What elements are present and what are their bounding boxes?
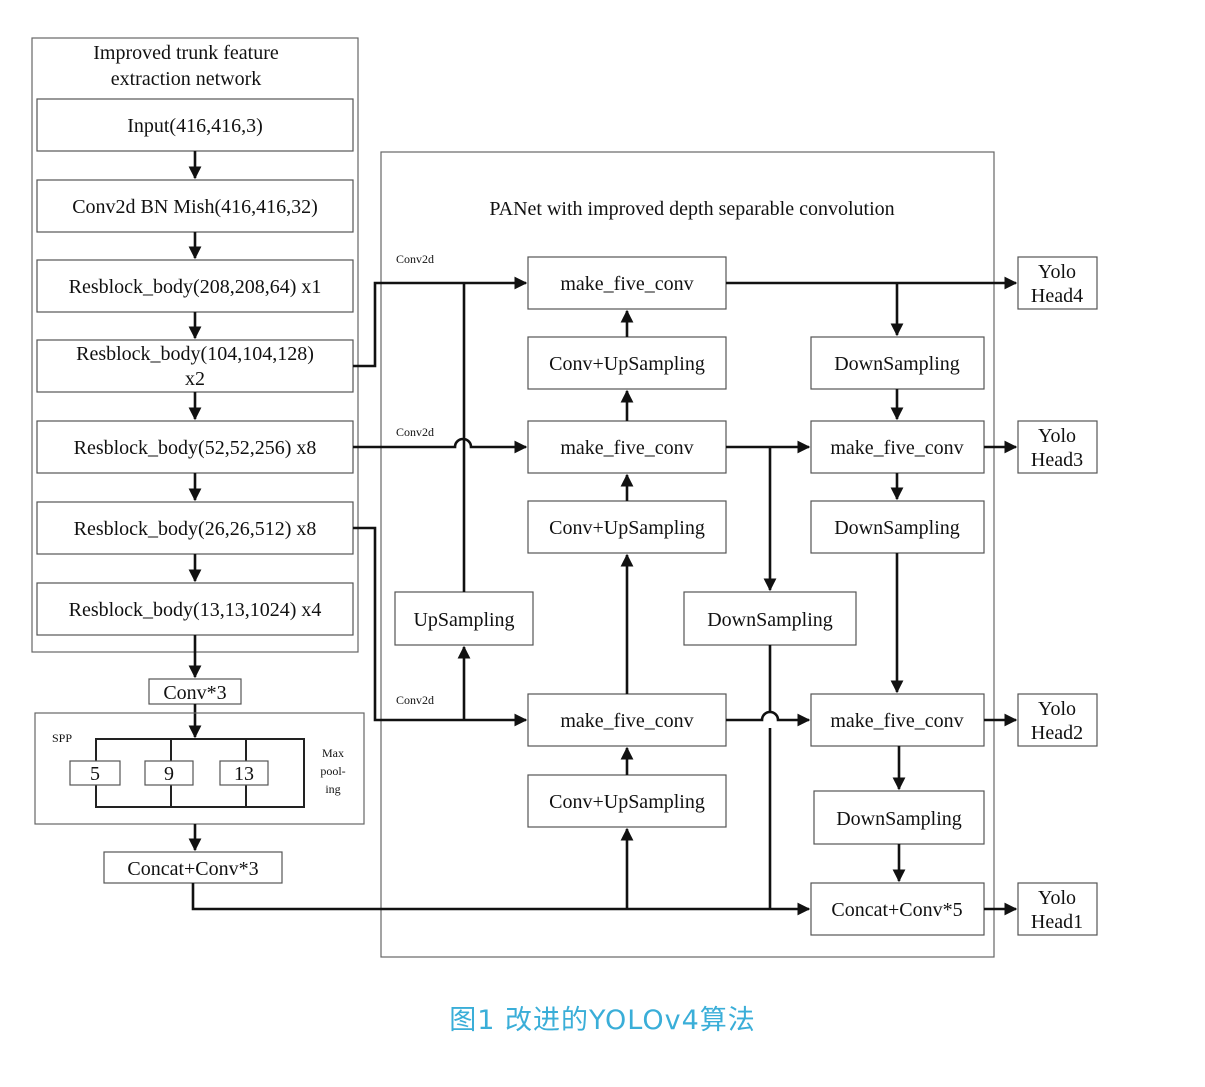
yolo-head2-yolo: Yolo [1038, 698, 1076, 720]
concat-conv5-label: Concat+Conv*5 [831, 899, 962, 921]
wire-res2-to-top-make-five [353, 276, 528, 368]
wire-res3-to-mid-make-five [353, 437, 528, 454]
spp-kernel-9: 9 [164, 763, 174, 785]
yolo-head2-box [1017, 693, 1098, 747]
input-label: Input(416,416,3) [127, 115, 263, 137]
yolo-head1-label: Head1 [1031, 911, 1083, 933]
wire-res4-to-low-make-five [353, 526, 528, 727]
yolo-head2-label: Head2 [1031, 722, 1083, 744]
downsampling-2-box [810, 500, 985, 554]
conv-upsampling-2-label: Conv+UpSampling [549, 517, 705, 539]
conv2d-label-low: Conv2d [396, 693, 434, 707]
resblock-1-box [36, 259, 354, 313]
conv3-label: Conv*3 [163, 682, 226, 704]
spp-side-line1: Max [322, 746, 344, 760]
spp-panel [34, 712, 365, 825]
resblock-5-label: Resblock_body(13,13,1024) x4 [69, 599, 322, 621]
resblock-5-box [36, 582, 354, 636]
yolo-head1-yolo: Yolo [1038, 887, 1076, 909]
yolo-head3-box [1017, 420, 1098, 474]
panet-panel [380, 151, 995, 958]
spp-side-line3: ing [325, 782, 340, 796]
resblock-2-label-line2: x2 [185, 368, 205, 390]
spp-bracket [95, 738, 305, 808]
resblock-3-label: Resblock_body(52,52,256) x8 [74, 437, 317, 459]
resblock-2-box [36, 339, 354, 393]
yolo-head3-yolo: Yolo [1038, 425, 1076, 447]
make-five-conv-mid-box [527, 420, 727, 474]
figure-caption: 图1 改进的YOLOv4算法 [449, 1005, 756, 1036]
resblock-4-box [36, 501, 354, 555]
conv-upsampling-2-box [527, 500, 727, 554]
spp-kernel-13: 13 [234, 763, 254, 785]
downsampling-3-label: DownSampling [836, 808, 962, 830]
resblock-4-label: Resblock_body(26,26,512) x8 [74, 518, 317, 540]
spp-kernel-9-box [144, 760, 194, 786]
downsampling-2-label: DownSampling [834, 517, 960, 539]
downsampling-1-box [810, 336, 985, 390]
conv-bn-mish-box [36, 179, 354, 233]
conv-upsampling-3-label: Conv+UpSampling [549, 791, 705, 813]
spp-label: SPP [52, 731, 72, 745]
yolo-head4-yolo: Yolo [1038, 261, 1076, 283]
resblock-1-label: Resblock_body(208,208,64) x1 [69, 276, 322, 298]
conv2d-label-top: Conv2d [396, 252, 434, 266]
conv-upsampling-1-box [527, 336, 727, 390]
spp-side-line2: pool- [320, 764, 345, 778]
yolo-head1-box [1017, 882, 1098, 936]
wire-concat-to-concat-conv5 [191, 883, 811, 916]
conv-upsampling-3-box [527, 774, 727, 828]
concat-conv3-box [103, 851, 283, 884]
yolo-head4-label: Head4 [1031, 285, 1083, 307]
resblock-2-label-line1: Resblock_body(104,104,128) [76, 343, 314, 365]
make-five-conv-right-low-box [810, 693, 985, 747]
conv2d-label-mid: Conv2d [396, 425, 434, 439]
make-five-conv-top-label: make_five_conv [560, 273, 693, 295]
conv3-box [148, 678, 242, 705]
downsampling-center-label: DownSampling [707, 609, 833, 631]
trunk-title-line1: Improved trunk feature [93, 42, 279, 64]
make-five-conv-right-mid-label: make_five_conv [830, 437, 963, 459]
make-five-conv-low-box [527, 693, 727, 747]
trunk-title-line2: extraction network [111, 68, 262, 90]
downsampling-1-label: DownSampling [834, 353, 960, 375]
arrow-low-to-right-low [726, 710, 811, 727]
conv-upsampling-1-label: Conv+UpSampling [549, 353, 705, 375]
spp-kernel-5: 5 [90, 763, 100, 785]
make-five-conv-mid-label: make_five_conv [560, 437, 693, 459]
make-five-conv-right-low-label: make_five_conv [830, 710, 963, 732]
panet-title: PANet with improved depth separable conv… [489, 198, 894, 220]
spp-kernel-13-box [219, 760, 269, 786]
conv-bn-mish-label: Conv2d BN Mish(416,416,32) [72, 196, 318, 218]
yolo-head4-box [1017, 256, 1098, 310]
downsampling-center-box [683, 591, 857, 646]
yolo-head3-label: Head3 [1031, 449, 1083, 471]
upsampling-label: UpSampling [413, 609, 514, 631]
make-five-conv-top-box [527, 256, 727, 310]
spp-kernel-5-box [69, 760, 121, 786]
concat-conv3-label: Concat+Conv*3 [127, 858, 258, 880]
upsampling-box [394, 591, 534, 646]
make-five-conv-low-label: make_five_conv [560, 710, 693, 732]
